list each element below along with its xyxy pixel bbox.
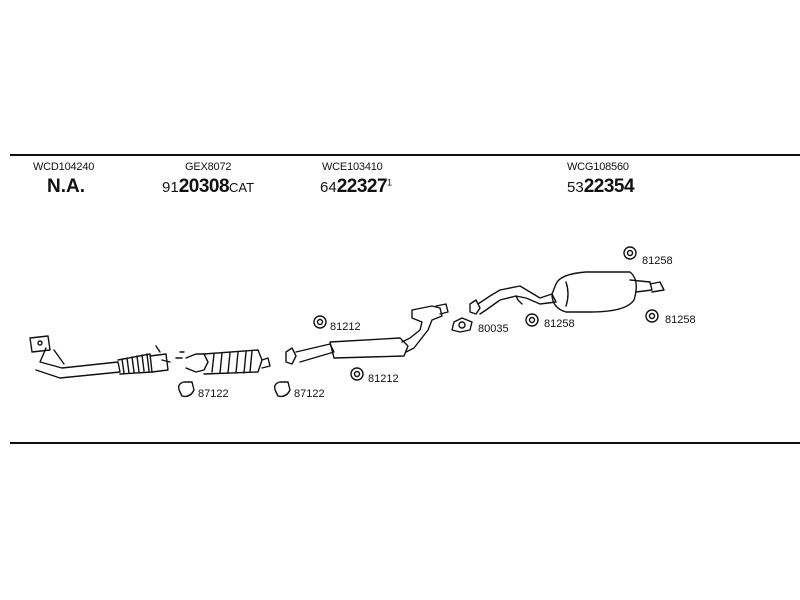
- column-part-number-2: 9120308CAT: [162, 176, 254, 198]
- gasket-80035-icon: [451, 317, 473, 333]
- part-suffix: CAT: [229, 180, 255, 195]
- label-81212-bottom: 81212: [368, 373, 399, 385]
- top-rule: [10, 154, 800, 156]
- label-81212-top: 81212: [330, 321, 361, 333]
- label-81258-right: 81258: [665, 314, 696, 326]
- column-code-3: WCE103410: [322, 161, 383, 173]
- part-superscript: 1: [387, 177, 393, 188]
- rubber-mount-icon: [313, 246, 659, 381]
- label-87122-b: 87122: [294, 388, 325, 400]
- front-pipe: [29, 335, 171, 379]
- part-main: 20308: [178, 176, 230, 197]
- column-code-1: WCD104240: [33, 161, 95, 173]
- label-81258-mid: 81258: [544, 318, 575, 330]
- middle-silencer: [285, 303, 449, 365]
- gasket-icon: [177, 381, 291, 398]
- label-80035: 80035: [478, 323, 509, 335]
- part-prefix: 53: [567, 179, 584, 196]
- catalytic-converter: [175, 349, 271, 375]
- bottom-rule: [10, 442, 800, 444]
- column-part-number-4: 5322354: [567, 176, 635, 198]
- rear-silencer: [469, 271, 665, 315]
- label-87122: 87122: [198, 388, 229, 400]
- label-81258-top: 81258: [642, 255, 673, 267]
- part-prefix: 64: [320, 179, 337, 196]
- part-main: 22354: [583, 176, 635, 197]
- column-part-text-1: N.A.: [47, 176, 85, 197]
- part-main: 22327: [336, 176, 388, 197]
- column-part-number-3: 64223271: [320, 176, 392, 198]
- column-code-4: WCG108560: [567, 161, 629, 173]
- part-prefix: 91: [162, 179, 179, 196]
- column-code-2: GEX8072: [185, 161, 232, 173]
